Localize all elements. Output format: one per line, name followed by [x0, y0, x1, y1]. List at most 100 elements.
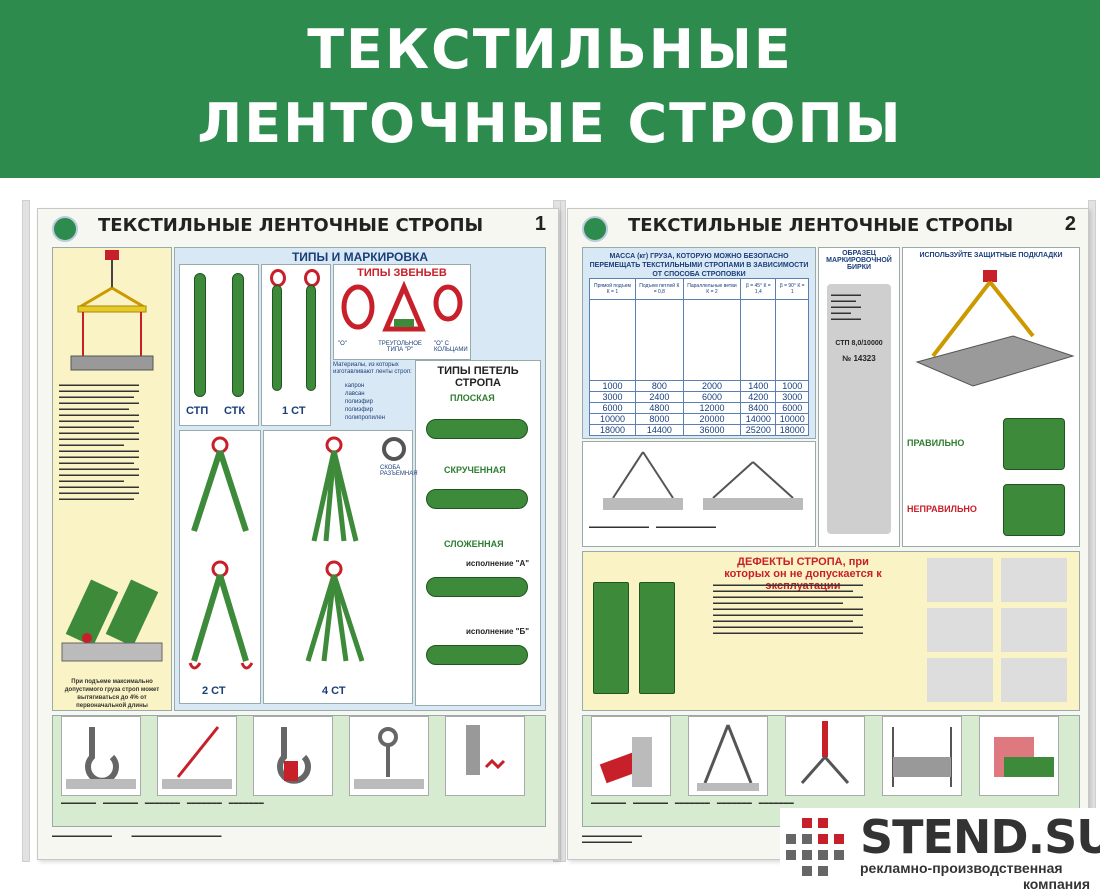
- two-leg-box: 2 СТ: [179, 430, 261, 704]
- one-leg-loop-sling: [272, 285, 282, 391]
- banner-title-line-1: ТЕКСТИЛЬНЫЕ: [307, 18, 793, 81]
- material-item: капрон: [345, 383, 365, 389]
- variant-a-label: исполнение "А": [466, 559, 530, 568]
- folded-b-loop-sling: [426, 645, 528, 665]
- types-marking-panel: ТИПЫ И МАРКИРОВКА СТП СТК 1 СТ ТИПЫ ЗВЕН…: [174, 247, 546, 711]
- banner-title-line-2: ЛЕНТОЧНЫЕ СТРОПЫ: [197, 92, 903, 155]
- pads-title: ИСПОЛЬЗУЙТЕ ЗАЩИТНЫЕ ПОДКЛАДКИ: [919, 252, 1063, 259]
- rules-strip-captions: ▬▬▬▬▬▬▬ ▬▬▬▬▬▬▬ ▬▬▬▬▬▬▬ ▬▬▬▬▬▬▬ ▬▬▬▬▬▬▬: [591, 800, 794, 806]
- hook-step-1: [61, 716, 141, 796]
- defect-sling-2: [639, 582, 675, 694]
- hook-illustration: [61, 579, 163, 662]
- hook-step-2: [157, 716, 237, 796]
- poster-2-header: ТЕКСТИЛЬНЫЕ ЛЕНТОЧНЫЕ СТРОПЫ 2: [568, 209, 1088, 245]
- emblem-icon: [582, 216, 608, 242]
- emblem-icon: [52, 216, 78, 242]
- hook-step-5: [445, 716, 525, 796]
- shackle-label: СКОБА РАЗЪЕМНАЯ: [380, 465, 418, 477]
- protective-pads-panel: ИСПОЛЬЗУЙТЕ ЗАЩИТНЫЕ ПОДКЛАДКИ ПРАВИЛЬНО…: [902, 247, 1080, 547]
- table-cell: 14400: [634, 424, 684, 436]
- one-st-label: 1 СТ: [282, 405, 306, 417]
- table-cell: 10000: [589, 413, 636, 425]
- table-cell: 6000: [775, 402, 809, 414]
- poster-1-number: 1: [534, 213, 546, 235]
- two-st-label: 2 СТ: [202, 685, 226, 697]
- table-cell: 2000: [682, 380, 742, 392]
- defects-panel: ДЕФЕКТЫ СТРОПА, при которых он не допуск…: [582, 551, 1080, 711]
- table-illustration-cell: [775, 299, 809, 381]
- table-header-cell: Прямой подъем К = 1: [589, 278, 636, 300]
- loop-flat-label: ПЛОСКАЯ: [450, 393, 495, 403]
- table-header-cell: Подъем петлей К = 0,8: [634, 278, 684, 300]
- frame-left-1: [22, 200, 30, 862]
- material-item: полипропилен: [345, 415, 385, 421]
- table-cell: 1000: [775, 380, 809, 392]
- table-cell: 20000: [682, 413, 742, 425]
- safety-text-column: ▬▬▬▬▬▬▬▬▬▬▬▬▬▬▬▬▬▬▬▬▬▬▬▬▬▬▬▬▬▬▬▬▬▬▬▬▬▬▬▬…: [52, 247, 172, 711]
- hook-strip-captions: ▬▬▬▬▬▬▬ ▬▬▬▬▬▬▬ ▬▬▬▬▬▬▬ ▬▬▬▬▬▬▬ ▬▬▬▬▬▬▬: [61, 800, 264, 806]
- four-st-label: 4 СТ: [322, 685, 346, 697]
- material-item: полиэфир: [345, 407, 373, 413]
- table-cell: 1000: [589, 380, 636, 392]
- stp-label: СТП: [186, 405, 209, 417]
- variant-b-label: исполнение "Б": [466, 627, 530, 636]
- marking-tag-panel: ОБРАЗЕЦ МАРКИРОВОЧНОЙ БИРКИ ▬▬▬▬▬▬▬▬▬▬▬▬…: [818, 247, 900, 547]
- table-header-row: Прямой подъем К = 1 Подъем петлей К = 0,…: [589, 278, 809, 300]
- folded-a-loop-sling: [426, 577, 528, 597]
- brand-logo-block: STEND.SU рекламно-производственная компа…: [780, 808, 1100, 892]
- poster-2-number: 2: [1064, 213, 1076, 235]
- table-illustration-row: [589, 299, 809, 381]
- table-header-cell: Параллельные ветви К = 2: [682, 278, 742, 300]
- materials-title: Материалы, из которых изготавливают лент…: [333, 362, 412, 375]
- defect-photo-5: [927, 658, 993, 702]
- table-cell: 4800: [634, 402, 684, 414]
- rule-step-1: [591, 716, 671, 796]
- hook-step-3: [253, 716, 333, 796]
- rule-step-5: [979, 716, 1059, 796]
- stp-sling: [194, 273, 206, 397]
- mass-table: Прямой подъем К = 1 Подъем петлей К = 0,…: [589, 278, 809, 436]
- correct-example: [1003, 418, 1065, 470]
- brand-name: STEND.SU: [860, 810, 1100, 864]
- angle-examples-panel: ▬▬▬▬▬▬▬▬▬▬▬▬ ▬▬▬▬▬▬▬▬▬▬▬▬: [582, 441, 816, 547]
- one-leg-box: 1 СТ: [261, 264, 331, 426]
- stretch-warning: При подъеме максимально допустимого груз…: [64, 679, 160, 709]
- tag-text-lines: ▬▬▬▬▬▬▬▬▬▬▬▬▬▬▬▬▬▬▬▬▬▬▬▬▬▬▬: [831, 292, 861, 322]
- load-lifting-illustration: [70, 250, 154, 371]
- table-cell: 12000: [682, 402, 742, 414]
- loop-folded-label: СЛОЖЕННАЯ: [444, 539, 504, 549]
- poster-1-footer: ▬▬▬▬▬▬▬▬▬▬▬▬ ▬▬▬▬▬▬▬▬▬▬▬▬▬▬▬▬▬▬: [52, 833, 222, 839]
- frame-right-2: [1088, 200, 1096, 862]
- tag-title: ОБРАЗЕЦ МАРКИРОВОЧНОЙ БИРКИ: [826, 250, 892, 271]
- marking-tag: ▬▬▬▬▬▬▬▬▬▬▬▬▬▬▬▬▬▬▬▬▬▬▬▬▬▬▬ СТП 8,0/1000…: [827, 284, 891, 534]
- table-illustration-cell: [682, 299, 742, 381]
- angle-examples-illustration: [603, 451, 803, 510]
- rule-step-3: [785, 716, 865, 796]
- table-cell: 25200: [740, 424, 777, 436]
- wrong-example: [1003, 484, 1065, 536]
- table-cell: 36000: [682, 424, 742, 436]
- table-cell: 8400: [740, 402, 777, 414]
- rule-step-2: [688, 716, 768, 796]
- angle-examples-caption: ▬▬▬▬▬▬▬▬▬▬▬▬ ▬▬▬▬▬▬▬▬▬▬▬▬: [589, 524, 716, 530]
- table-cell: 3000: [589, 391, 636, 403]
- table-cell: 2400: [634, 391, 684, 403]
- brand-tagline-1: рекламно-производственная: [860, 860, 1063, 876]
- poster-1-title: ТЕКСТИЛЬНЫЕ ЛЕНТОЧНЫЕ СТРОПЫ: [98, 215, 484, 236]
- table-cell: 14000: [740, 413, 777, 425]
- link-o-label: "О": [338, 341, 347, 347]
- two-leg-illustration: [188, 436, 254, 670]
- mass-table-panel: МАССА (кг) ГРУЗА, КОТОРУЮ МОЖНО БЕЗОПАСН…: [582, 247, 816, 439]
- title-banner: ТЕКСТИЛЬНЫЕ ЛЕНТОЧНЫЕ СТРОПЫ: [0, 0, 1100, 178]
- link-types-title: ТИПЫ ЗВЕНЬЕВ: [357, 267, 447, 279]
- stk-sling: [232, 273, 244, 397]
- defects-title: ДЕФЕКТЫ СТРОПА, при которых он не допуск…: [724, 556, 882, 592]
- hook-step-4: [349, 716, 429, 796]
- link-types-box: ТИПЫ ЗВЕНЬЕВ "О" ТРЕУГОЛЬНОЕ ТИПА "Р" "О…: [333, 264, 471, 360]
- defect-photo-4: [1001, 608, 1067, 652]
- correct-label: ПРАВИЛЬНО: [907, 438, 965, 448]
- twisted-loop-sling: [426, 489, 528, 509]
- table-cell: 3000: [775, 391, 809, 403]
